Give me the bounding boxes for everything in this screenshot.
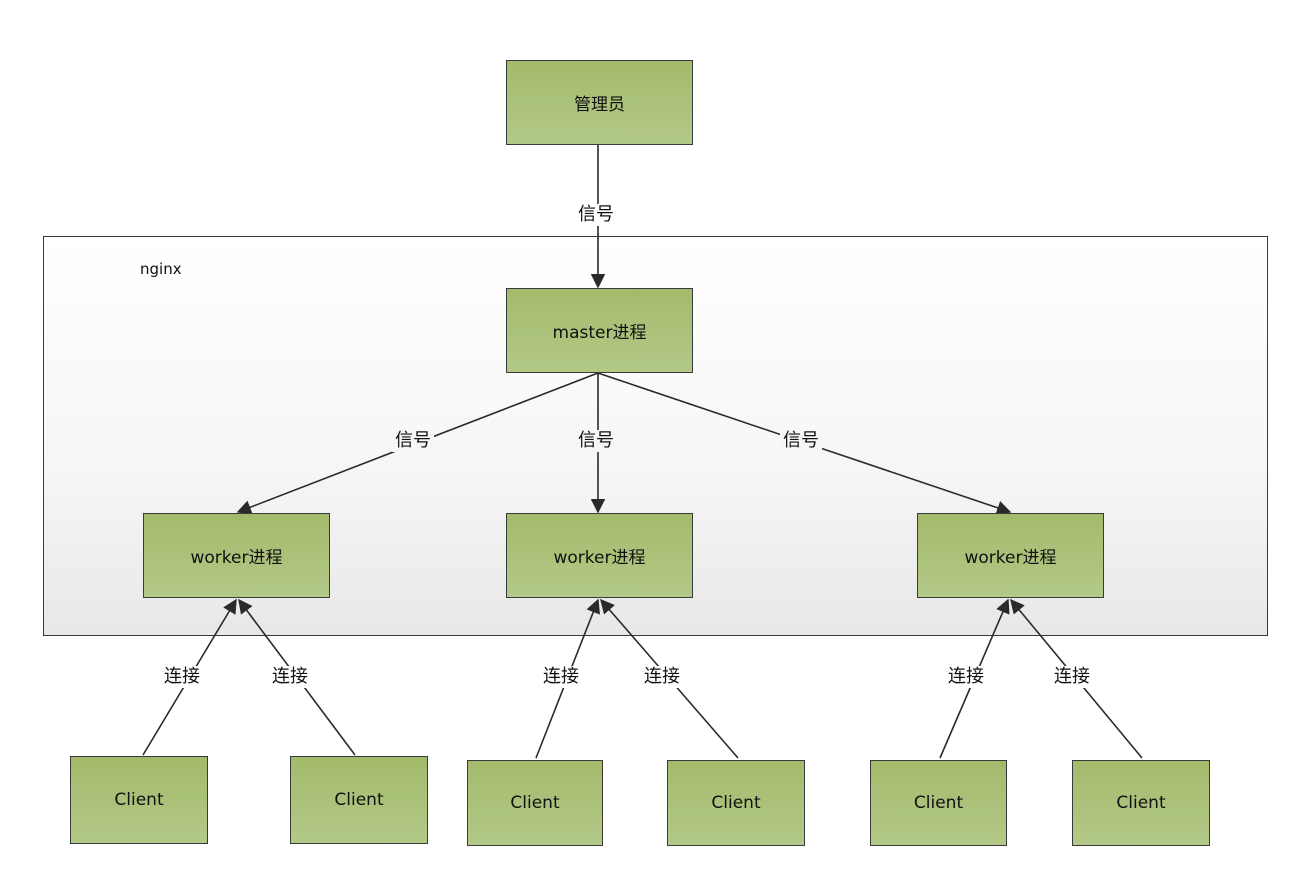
- client-node-5: Client: [870, 760, 1007, 846]
- client-node-3: Client: [467, 760, 603, 846]
- worker-process-node-2: worker进程: [506, 513, 693, 598]
- edge-label-client-4: 连接: [641, 666, 683, 688]
- nginx-container-label: nginx: [140, 260, 182, 278]
- worker-process-node-3: worker进程: [917, 513, 1104, 598]
- edge-label-master-to-worker-3: 信号: [780, 430, 822, 452]
- admin-node: 管理员: [506, 60, 693, 145]
- edge-label-client-3: 连接: [540, 666, 582, 688]
- client-node-1: Client: [70, 756, 208, 844]
- client-node-2: Client: [290, 756, 428, 844]
- worker-process-node-1: worker进程: [143, 513, 330, 598]
- edge-label-client-2: 连接: [269, 666, 311, 688]
- edge-label-client-5: 连接: [945, 666, 987, 688]
- client-node-4: Client: [667, 760, 805, 846]
- edge-label-admin-to-master: 信号: [575, 204, 617, 226]
- edge-label-master-to-worker-2: 信号: [575, 430, 617, 452]
- client-node-6: Client: [1072, 760, 1210, 846]
- edge-label-master-to-worker-1: 信号: [392, 430, 434, 452]
- master-process-node: master进程: [506, 288, 693, 373]
- edge-label-client-1: 连接: [161, 666, 203, 688]
- edge-label-client-6: 连接: [1051, 666, 1093, 688]
